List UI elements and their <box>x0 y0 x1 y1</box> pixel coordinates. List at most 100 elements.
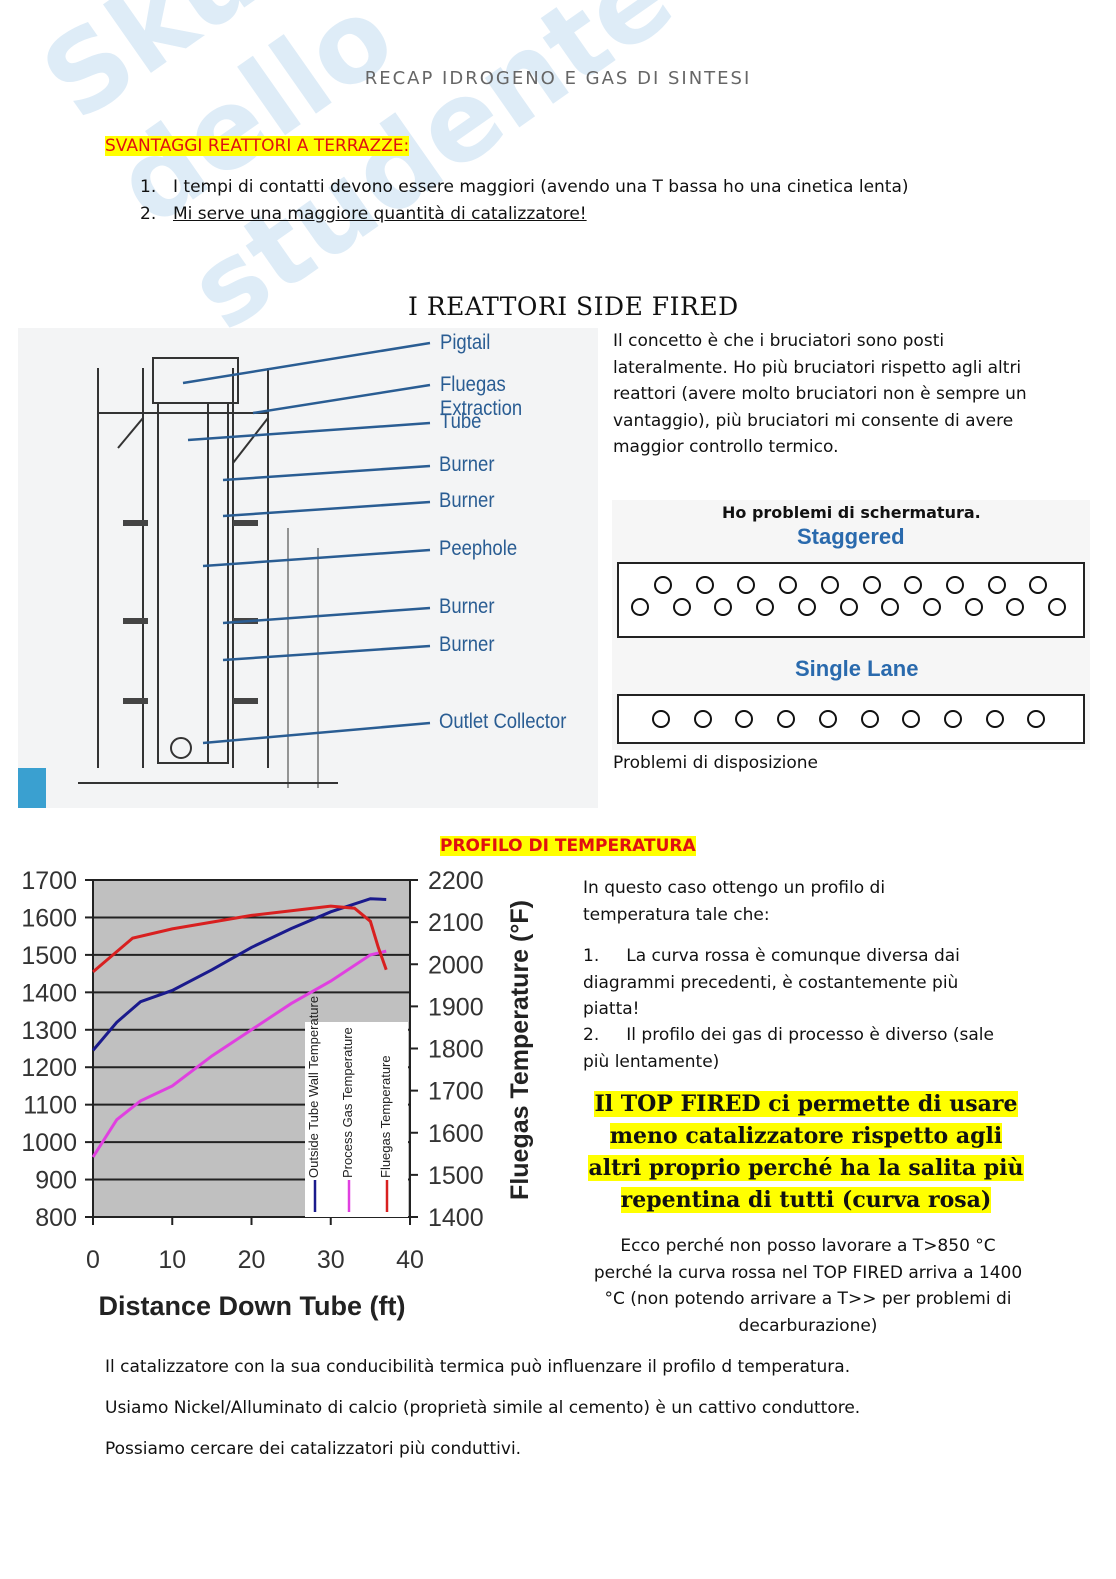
section-title: I REATTORI SIDE FIRED <box>408 292 739 321</box>
side-fired-reactor-diagram: Pigtail Fluegas Extraction Tube Burner B… <box>18 328 598 808</box>
burner-circle <box>987 576 1006 594</box>
item-text: Mi serve una maggiore quantità di catali… <box>173 204 587 224</box>
item-text: I tempi di contatti devono essere maggio… <box>173 177 909 197</box>
y2-tick-label: 1700 <box>428 1078 484 1106</box>
y2-tick-label: 2200 <box>428 867 484 895</box>
legend-label: Fluegas Temperature <box>378 1055 393 1178</box>
x-tick-label: 40 <box>396 1246 424 1274</box>
heading-text: SVANTAGGI REATTORI A TERRAZZE: <box>105 136 410 156</box>
x-tick-label: 30 <box>317 1246 345 1274</box>
label-peephole: Peephole <box>439 537 518 560</box>
y2-tick-label: 1800 <box>428 1036 484 1064</box>
y2-tick-label: 1400 <box>428 1204 484 1232</box>
burner-circle <box>904 576 923 594</box>
layout-caption: Problemi di disposizione <box>613 753 818 773</box>
page-header: RECAP IDROGENO E GAS DI SINTESI <box>364 68 752 89</box>
burner-circle <box>985 710 1004 728</box>
burner-circle <box>1048 598 1066 616</box>
x-axis-title: Distance Down Tube (ft) <box>99 1291 406 1321</box>
y-tick-label: 1700 <box>21 867 77 895</box>
label-burner: Burner <box>439 453 495 476</box>
point-text: Il profilo dei gas di processo è diverso… <box>583 1025 994 1072</box>
side-fired-paragraph: Il concetto è che i bruciatori sono post… <box>613 331 1027 457</box>
burner-circle <box>777 710 796 728</box>
legend-label: Process Gas Temperature <box>340 1027 355 1178</box>
label-fluegas-extraction: Fluegas Extraction <box>440 373 523 420</box>
burner-circle <box>862 576 881 594</box>
single-lane-title: Single Lane <box>795 656 919 681</box>
y-tick-label: 1500 <box>21 942 77 970</box>
footer-line: Il catalizzatore con la sua conducibilit… <box>105 1357 851 1377</box>
burner-circle <box>881 598 900 616</box>
shielding-caption: Ho problemi di schermatura. <box>722 503 981 522</box>
burner-circle <box>779 576 798 594</box>
burner-circle <box>964 598 983 616</box>
y2-tick-label: 2000 <box>428 951 484 979</box>
burner-circle <box>945 576 964 594</box>
list-item: 1. I tempi di contatti devono essere magg… <box>140 174 909 201</box>
label-pigtail: Pigtail <box>440 331 491 354</box>
point-number: 2. <box>583 1025 600 1045</box>
label-tube: Tube <box>440 410 482 433</box>
burner-circle <box>756 598 775 616</box>
profile-intro: In questo caso ottengo un profilo di tem… <box>583 878 886 925</box>
burner-circle <box>902 710 921 728</box>
burner-circle <box>735 710 754 728</box>
top-fired-highlight: Il TOP FIRED ci permette di usare meno c… <box>588 1088 1024 1216</box>
legend-box <box>305 1022 408 1217</box>
legend-label: Outside Tube Wall Temperature <box>306 996 321 1178</box>
y2-tick-label: 1900 <box>428 993 484 1021</box>
series-line-0 <box>91 897 387 1052</box>
single-lane-layout <box>617 694 1085 744</box>
burner-circle <box>1027 710 1046 728</box>
burner-layout-figure: Ho problemi di schermatura. Staggered Si… <box>612 500 1090 750</box>
y-tick-label: 1100 <box>23 1092 77 1120</box>
y2-tick-label: 1500 <box>428 1162 484 1190</box>
burner-circle <box>818 710 837 728</box>
x-tick-label: 10 <box>158 1246 186 1274</box>
reactor-drawing <box>18 341 431 808</box>
burner-circle <box>695 576 714 594</box>
burner-circle <box>797 598 816 616</box>
burner-circle <box>631 598 649 616</box>
y-tick-label: 800 <box>35 1204 77 1232</box>
x-tick-label: 0 <box>86 1246 100 1274</box>
x-tick-label: 20 <box>238 1246 266 1274</box>
burner-circle <box>652 710 670 728</box>
profile-point: 2. Il profilo dei gas di processo è dive… <box>583 1022 1003 1075</box>
y2-tick-label: 1600 <box>428 1120 484 1148</box>
item-number: 1. <box>140 177 157 197</box>
burner-circle <box>714 598 733 616</box>
y-tick-label: 900 <box>35 1167 77 1195</box>
y-tick-label: 1400 <box>21 979 77 1007</box>
item-number: 2. <box>140 204 157 224</box>
burner-circle <box>820 576 839 594</box>
y-tick-label: 1300 <box>21 1017 77 1045</box>
label-burner: Burner <box>439 595 495 618</box>
staggered-layout <box>617 562 1085 638</box>
burner-circle <box>654 576 672 594</box>
section-heading-profilo: PROFILO DI TEMPERATURA <box>440 833 696 860</box>
list-item: 2. Mi serve una maggiore quantità di cata… <box>140 201 587 228</box>
section-heading-svantaggi: SVANTAGGI REATTORI A TERRAZZE: <box>105 133 410 160</box>
footer-line: Usiamo Nickel/Alluminato di calcio (prop… <box>105 1398 861 1418</box>
decarburization-note: Ecco perché non posso lavorare a T>850 °… <box>593 1236 1023 1336</box>
heading-text: PROFILO DI TEMPERATURA <box>440 836 696 856</box>
staggered-title: Staggered <box>797 524 905 549</box>
footer-line: Possiamo cercare dei catalizzatori più c… <box>105 1439 522 1459</box>
y2-tick-label: 2100 <box>428 909 484 937</box>
burner-circle <box>737 576 756 594</box>
burner-circle <box>860 710 879 728</box>
y-tick-label: 1000 <box>21 1129 77 1157</box>
point-number: 1. <box>583 946 600 966</box>
series-line-2 <box>92 904 388 973</box>
label-burner: Burner <box>439 633 495 656</box>
burner-circle <box>839 598 858 616</box>
y-tick-label: 1600 <box>21 904 77 932</box>
burner-circle <box>693 710 712 728</box>
burner-circle <box>672 598 691 616</box>
burner-circle <box>1006 598 1025 616</box>
series-line-1 <box>91 949 387 1158</box>
y2-axis-title: Fluegas Temperature (°F) <box>506 900 534 1200</box>
